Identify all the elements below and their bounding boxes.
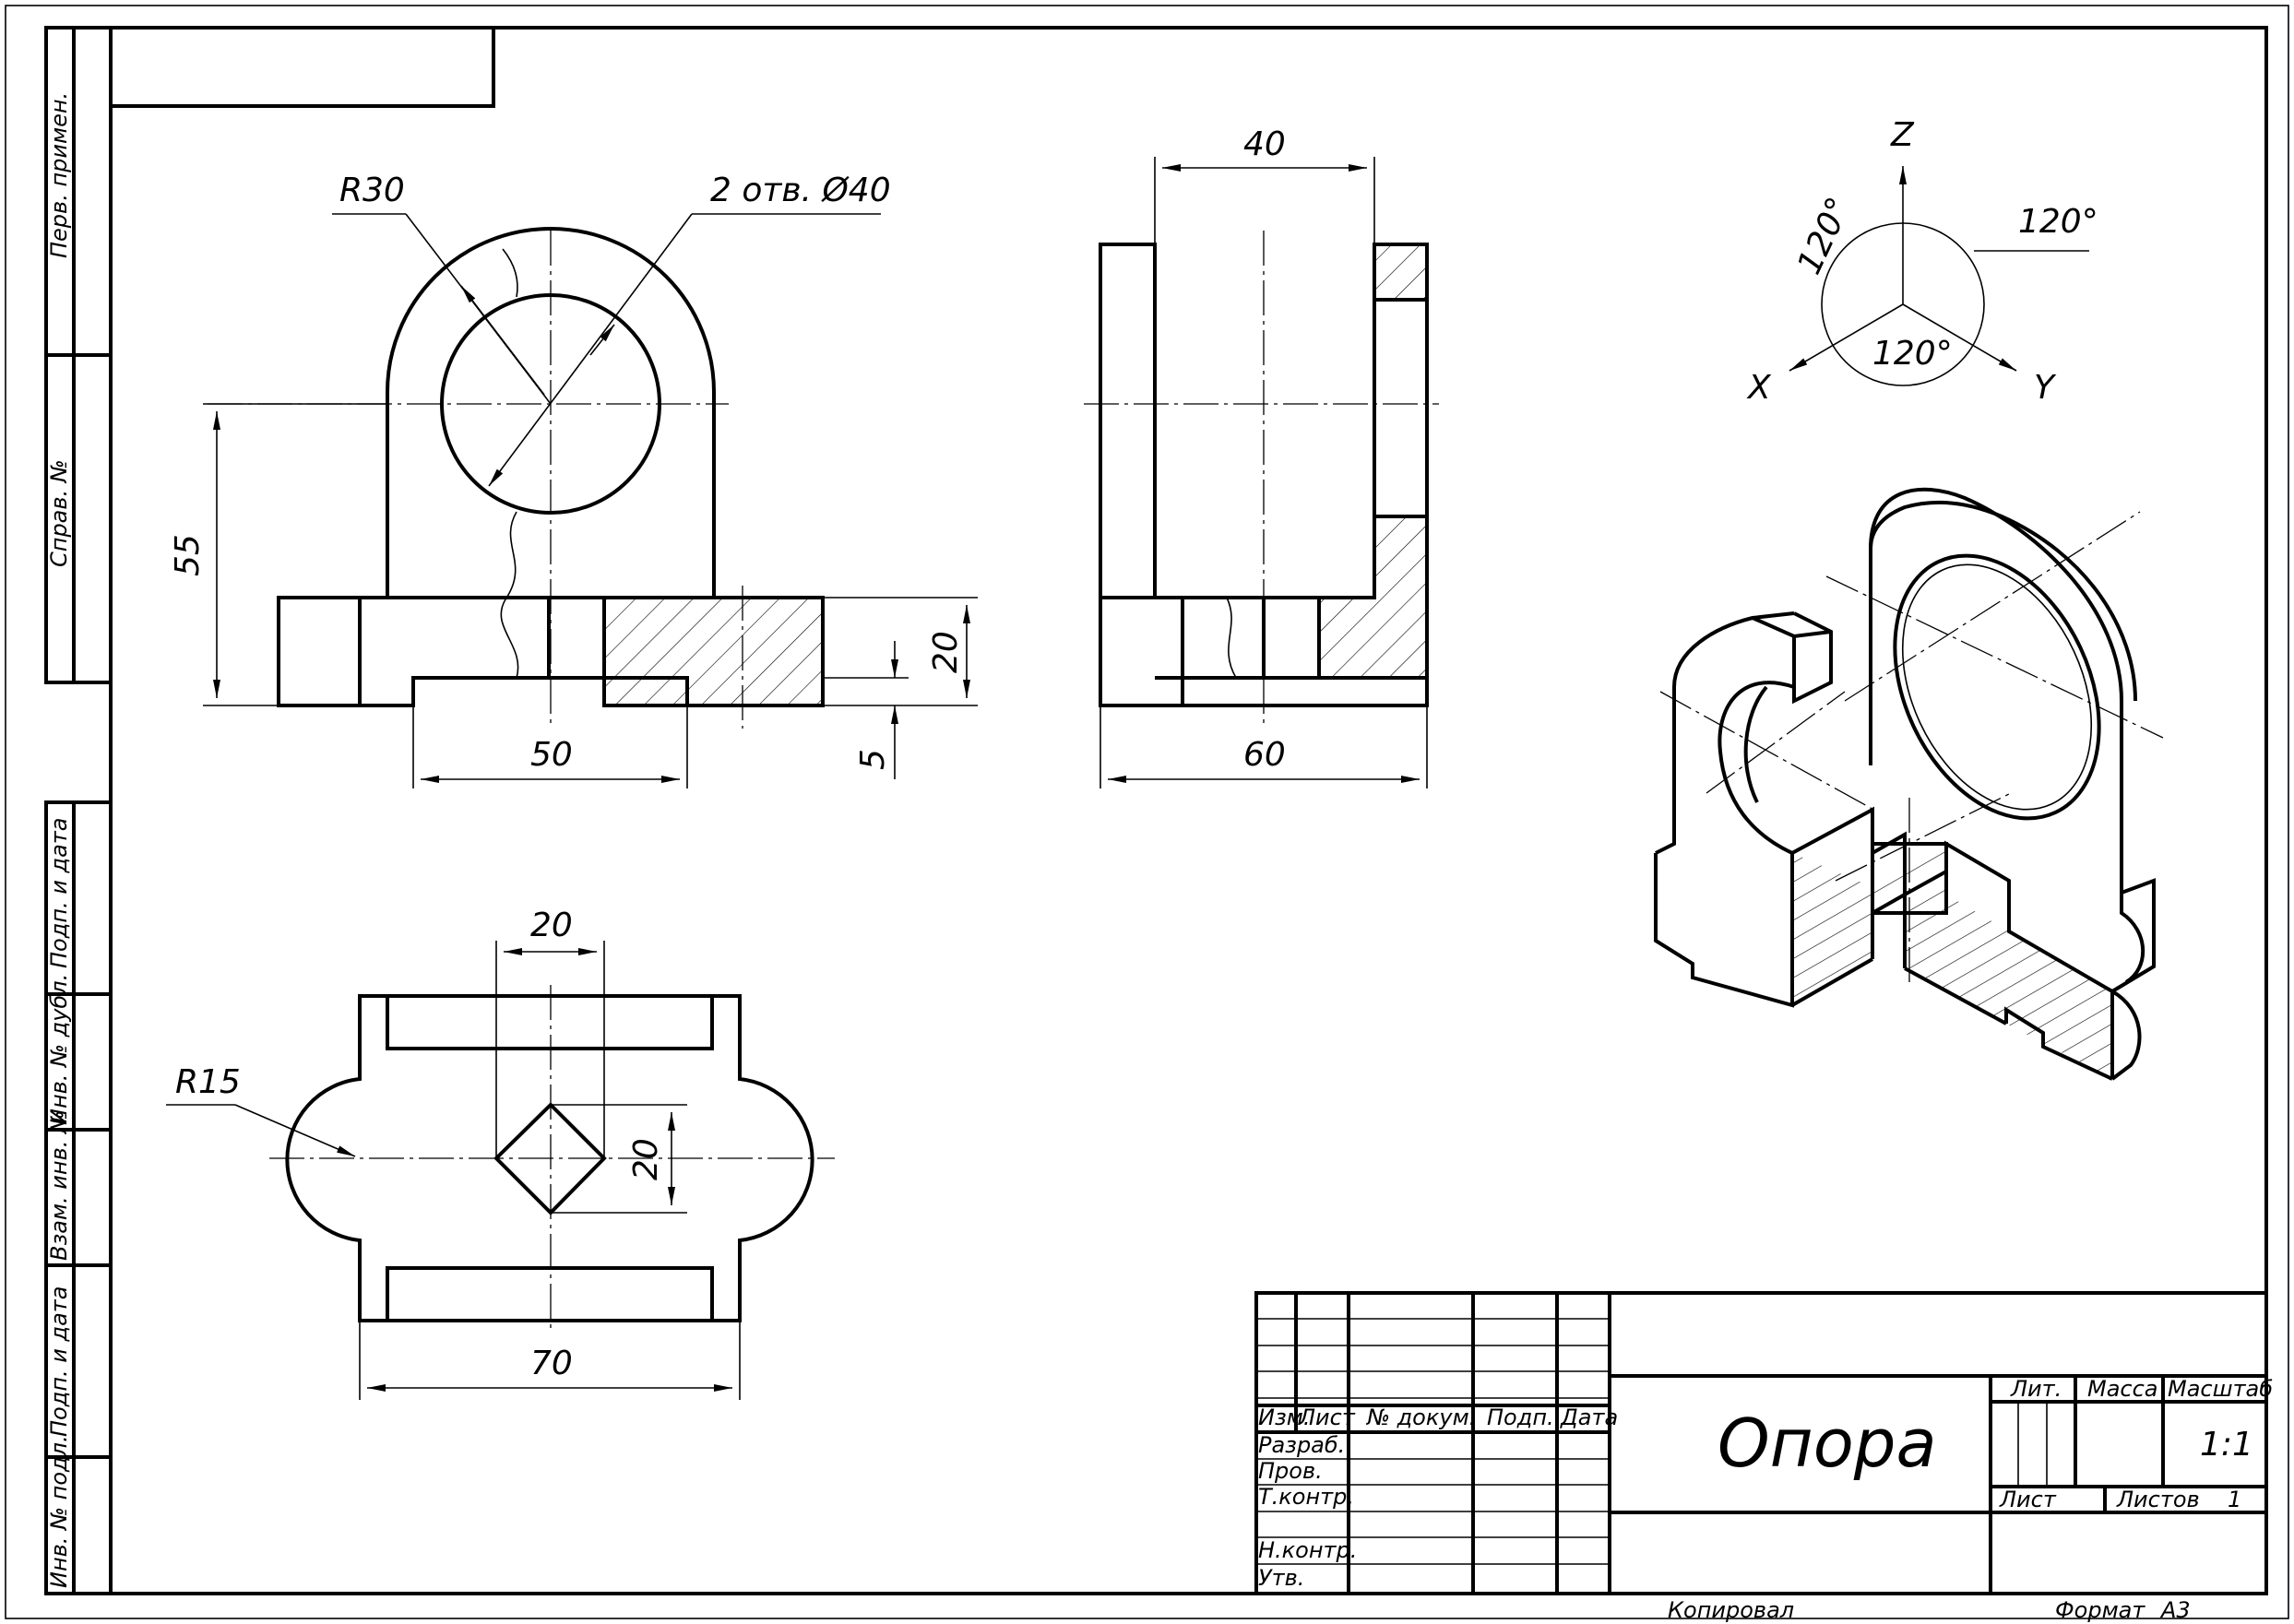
label-sprav-no: Справ. № [46, 459, 72, 567]
footer-format-label: Формат [2055, 1597, 2145, 1623]
axis-x-label: X [1746, 369, 1772, 407]
sheets-label: Листов [2116, 1487, 2200, 1512]
label-inv-dubl: Инв. № дубл. [46, 974, 72, 1125]
dim-5: 5 [854, 749, 892, 770]
dim-60: 60 [1243, 736, 1286, 774]
label-podp-data-2: Подп. и дата [46, 1286, 72, 1438]
drawing-frame [109, 26, 2268, 1595]
angle-label-right: 120° [2018, 203, 2098, 241]
axis-z-label: Z [1890, 116, 1915, 154]
sheet-trim-line [5, 5, 2289, 1619]
title-block: Изм. Лист № докум. Подп. Дата Разраб. Пр… [1254, 1291, 2273, 1595]
lit-label: Лит. [2010, 1376, 2062, 1402]
row-tkontr: Т.контр. [1258, 1484, 1354, 1510]
front-view: R30 2 отв. Ø40 55 50 20 5 [169, 172, 978, 788]
footer-kopiroval: Копировал [1668, 1597, 1794, 1623]
isometric-axes: Z X Y 120° 120° 120° [1746, 116, 2098, 407]
dim-20-top-vert: 20 [627, 1138, 665, 1180]
dim-20-front: 20 [927, 631, 965, 673]
axis-y-label: Y [2034, 369, 2057, 407]
label-podp-data-1: Подп. и дата [46, 818, 72, 969]
label-vzam-inv: Взам. инв. № [46, 1110, 72, 1261]
scale-value: 1:1 [2200, 1426, 2253, 1464]
col-izm: Изм. [1258, 1405, 1310, 1430]
left-side-stamp: Перв. примен. Справ. № Подп. и дата Инв.… [44, 26, 113, 1595]
angle-label-left: 120° [1790, 192, 1859, 280]
masshtab-label: Масштаб [2168, 1376, 2273, 1402]
sheet-label: Лист [1999, 1487, 2057, 1512]
row-prov: Пров. [1258, 1458, 1323, 1484]
drawing-title: Опора [1718, 1405, 1937, 1482]
dim-r30: R30 [339, 172, 405, 209]
isometric-view [1654, 487, 2164, 1081]
col-doc: № докум. [1365, 1405, 1476, 1430]
row-razrab: Разраб. [1258, 1432, 1345, 1458]
row-nkontr: Н.контр. [1258, 1537, 1357, 1563]
row-utv: Утв. [1258, 1565, 1304, 1591]
top-view: 20 20 70 R15 [166, 907, 835, 1400]
label-inv-podl: Инв. № подл. [46, 1435, 72, 1588]
massa-label: Масса [2087, 1376, 2158, 1402]
dim-70: 70 [530, 1345, 573, 1382]
top-left-stamp-box [109, 26, 495, 108]
col-list: Лист [1298, 1405, 1356, 1430]
col-data: Дата [1560, 1405, 1618, 1430]
dim-55: 55 [169, 534, 207, 576]
side-view: 40 60 [1084, 125, 1439, 788]
col-podp: Подп. [1487, 1405, 1554, 1430]
sheets-value: 1 [2228, 1487, 2241, 1512]
footer-format-value: A3 [2159, 1597, 2191, 1623]
dim-20-top: 20 [530, 907, 573, 944]
dim-50: 50 [530, 736, 573, 774]
dim-40: 40 [1243, 125, 1286, 163]
label-perv-primen: Перв. примен. [46, 92, 72, 258]
angle-label-bottom: 120° [1872, 335, 1953, 373]
dim-holes: 2 отв. Ø40 [710, 172, 891, 209]
dim-r15: R15 [175, 1063, 241, 1101]
